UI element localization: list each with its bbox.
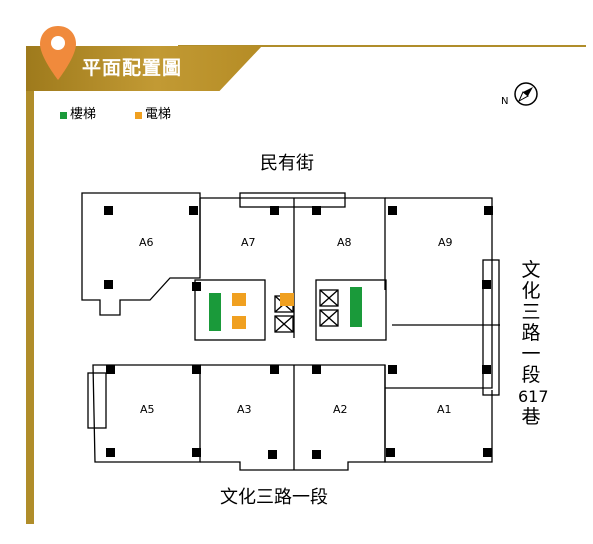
unit-label-a3: A3 xyxy=(237,403,252,416)
unit-label-a2: A2 xyxy=(333,403,348,416)
unit-label-a8: A8 xyxy=(337,236,352,249)
street-right-char: 段 xyxy=(521,364,541,386)
unit-label-a9: A9 xyxy=(438,236,453,249)
core-right xyxy=(315,279,387,341)
compass-icon xyxy=(514,82,538,106)
unit-a7-a8-outline xyxy=(200,197,386,290)
street-right-char: 617 xyxy=(518,387,549,406)
columns xyxy=(104,206,493,459)
street-top-label: 民有街 xyxy=(260,153,314,174)
elevator-3 xyxy=(280,293,294,306)
street-right-char: 文 xyxy=(521,259,541,281)
page-title: 平面配置圖 xyxy=(82,57,183,79)
stair-left xyxy=(209,293,221,331)
stair-right xyxy=(350,287,362,327)
frame-left-bar xyxy=(26,50,34,524)
north-label: N xyxy=(501,96,509,107)
street-right-label: 文 化 三 路 一 段 617 巷 xyxy=(518,259,549,428)
location-pin-icon xyxy=(40,26,76,80)
legend-stair: 樓梯 xyxy=(60,106,96,124)
unit-a6-outline xyxy=(81,192,201,316)
unit-label-a1: A1 xyxy=(437,403,452,416)
frame-top-line xyxy=(178,45,586,47)
street-right-char: 一 xyxy=(521,343,541,365)
elevator-2 xyxy=(232,316,246,329)
street-right-char: 路 xyxy=(521,322,541,344)
core-left xyxy=(194,279,266,341)
unit-a1-outline xyxy=(384,365,493,463)
street-right-char: 化 xyxy=(521,280,541,302)
street-right-char: 巷 xyxy=(521,406,541,428)
unit-label-a7: A7 xyxy=(241,236,256,249)
balcony-left xyxy=(87,372,107,429)
legend-stair-label: 樓梯 xyxy=(70,107,97,122)
elevator-1 xyxy=(232,293,246,306)
street-right-char: 三 xyxy=(521,301,541,323)
street-bottom-label: 文化三路一段 xyxy=(220,487,328,508)
legend-elevator: 電梯 xyxy=(135,106,171,124)
legend-elevator-label: 電梯 xyxy=(145,107,172,122)
unit-a9-outline xyxy=(385,197,493,389)
unit-label-a6: A6 xyxy=(139,236,154,249)
elevator-swatch xyxy=(135,111,142,119)
balcony-right xyxy=(482,259,500,396)
stair-swatch xyxy=(60,111,67,119)
balcony-top xyxy=(239,192,346,208)
unit-a3-a2-outline xyxy=(200,364,386,471)
unit-label-a5: A5 xyxy=(140,403,155,416)
